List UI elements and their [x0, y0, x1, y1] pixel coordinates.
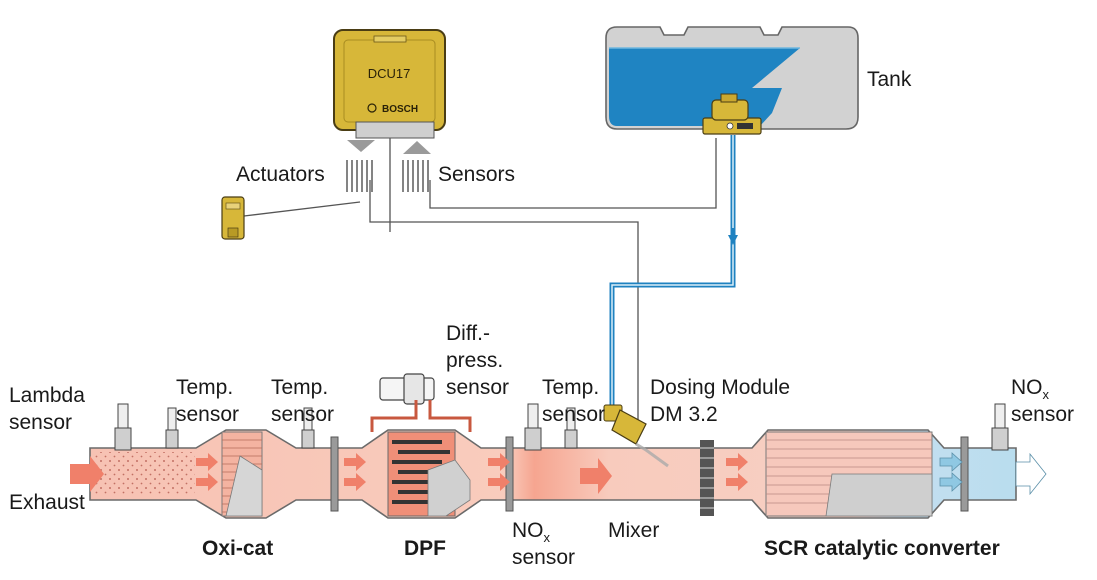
ecu-brand-label: BOSCH: [382, 104, 418, 115]
sensors-label: Sensors: [438, 163, 516, 186]
lambda-sensor-label-line1: Lambda: [9, 384, 85, 407]
temp-sensor-3-probe: [564, 407, 578, 449]
pipe-flanges: [330, 436, 969, 512]
lambda-sensor-label-line2: sensor: [9, 411, 73, 434]
adblue-line: [609, 135, 738, 410]
tank-label: Tank: [867, 68, 912, 91]
sensors-indicator: [402, 141, 431, 192]
exhaust-pipe: [70, 429, 1047, 519]
nox-sensor-right-label-line2: sensor: [1011, 403, 1075, 426]
ecu-model-label: DCU17: [368, 66, 411, 81]
scr-label: SCR catalytic converter: [764, 537, 1000, 560]
diff-press-label-line3: sensor: [446, 376, 510, 399]
mixer-element: [700, 440, 714, 516]
flow-arrows: [70, 453, 748, 494]
nox-mid-subscript: x: [543, 530, 551, 545]
dosing-module-label-line1: Dosing Module: [650, 376, 791, 399]
dpf-label: DPF: [404, 537, 446, 560]
temp-sensor-2-label-line2: sensor: [271, 403, 335, 426]
bosch-logo-icon: [367, 103, 377, 113]
ecu-wiring: [243, 130, 717, 420]
nox-right-main: NO: [1011, 376, 1043, 399]
nox-sensor-mid-probe: [524, 403, 542, 451]
diff-press-label-line1: Diff.-: [446, 322, 490, 345]
temp-sensor-1-label-line1: Temp.: [176, 376, 234, 399]
dosing-module: [603, 404, 669, 468]
nox-mid-main: NO: [512, 519, 544, 542]
oxicat-monolith: [221, 431, 263, 517]
adblue-tank: [605, 26, 859, 135]
actuator-component: [221, 196, 245, 240]
temp-sensor-3-label-line2: sensor: [542, 403, 606, 426]
nox-sensor-right-probe: [991, 403, 1009, 451]
diff-press-label-line2: press.: [446, 349, 504, 372]
dcu17-ecu: DCU17 BOSCH: [333, 29, 446, 139]
lambda-sensor-probe: [114, 403, 132, 451]
temp-sensor-3-label-line1: Temp.: [542, 376, 600, 399]
dpf-filter: [387, 431, 471, 517]
nox-sensor-mid-label-line1: NOx: [512, 519, 550, 545]
temp-sensor-2-probe: [301, 407, 315, 449]
tank-pump-unit: [702, 93, 762, 135]
actuators-indicator: [346, 140, 375, 192]
nox-sensor-right-label-line1: NOx: [1011, 376, 1049, 402]
oxicat-label: Oxi-cat: [202, 537, 274, 560]
temp-sensor-1-label-line2: sensor: [176, 403, 240, 426]
nox-right-subscript: x: [1042, 387, 1050, 402]
temp-sensor-2-label-line1: Temp.: [271, 376, 329, 399]
dosing-module-label-line2: DM 3.2: [650, 403, 718, 426]
nox-sensor-mid-label-line2: sensor: [512, 546, 576, 569]
diff-pressure-sensor: [370, 373, 472, 432]
scr-catalyst: [765, 431, 933, 517]
clean-flow-arrows: [939, 452, 1047, 496]
exhaust-label: Exhaust: [9, 491, 85, 514]
pipe-sensors: [114, 403, 1009, 451]
actuators-label: Actuators: [236, 163, 325, 186]
mixer-label: Mixer: [608, 519, 660, 542]
temp-sensor-1-probe: [165, 407, 179, 449]
